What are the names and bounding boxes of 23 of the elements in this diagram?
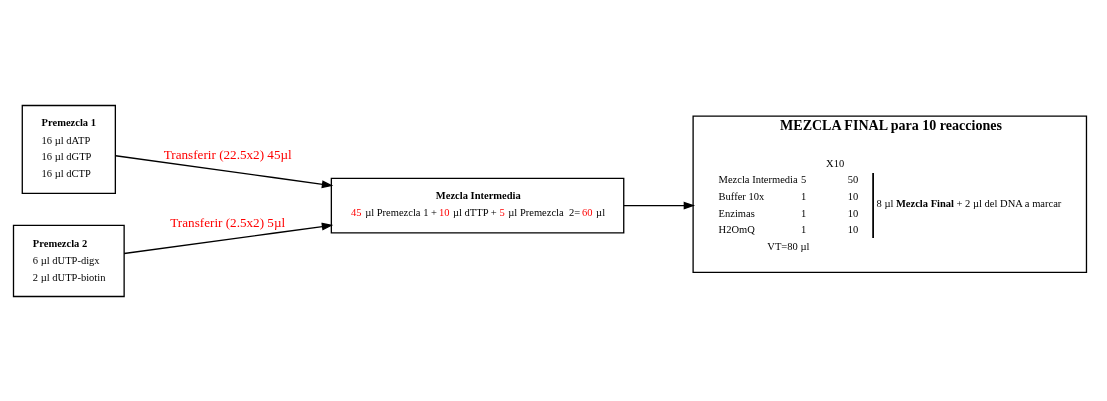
edge-label: Transferir (22.5x2) 45µl — [163, 146, 292, 162]
arrow — [623, 201, 696, 210]
label: 1 — [801, 223, 807, 235]
label: Enzimas — [718, 207, 755, 219]
node-box: Mezcla Intermedia 45 µl Premezcla 1 + 10 µl dTTP + 5 µl Premezcla 2= 60 µl — [330, 177, 625, 233]
label: H2OmQ — [718, 223, 755, 235]
label: X10 — [826, 157, 845, 169]
label: 8 µl Mezcla Final + 2 µl del DNA a marcar — [876, 197, 1062, 209]
label: 1 — [801, 207, 807, 219]
label: 5 — [801, 173, 807, 185]
label: 1 — [801, 190, 807, 202]
label: Buffer 10x — [718, 190, 765, 202]
label: 10 — [847, 223, 859, 235]
label: 50 — [847, 173, 859, 185]
label: 10 — [847, 207, 859, 219]
arrow — [114, 154, 334, 188]
label: VT=80 µl — [767, 240, 810, 252]
edge-label: Transferir (2.5x2) 5µl — [170, 214, 286, 230]
label: 10 — [847, 190, 859, 202]
arrow — [123, 222, 334, 254]
node-box: Premezcla 2 6 µl dUTP-digx 2 µl dUTP-biotin — [12, 224, 125, 297]
label: Mezcla Intermedia — [718, 173, 798, 185]
node-box: Premezcla 1 16 µl dATP 16 µl dGTP 16 µl dCTP — [21, 104, 116, 194]
